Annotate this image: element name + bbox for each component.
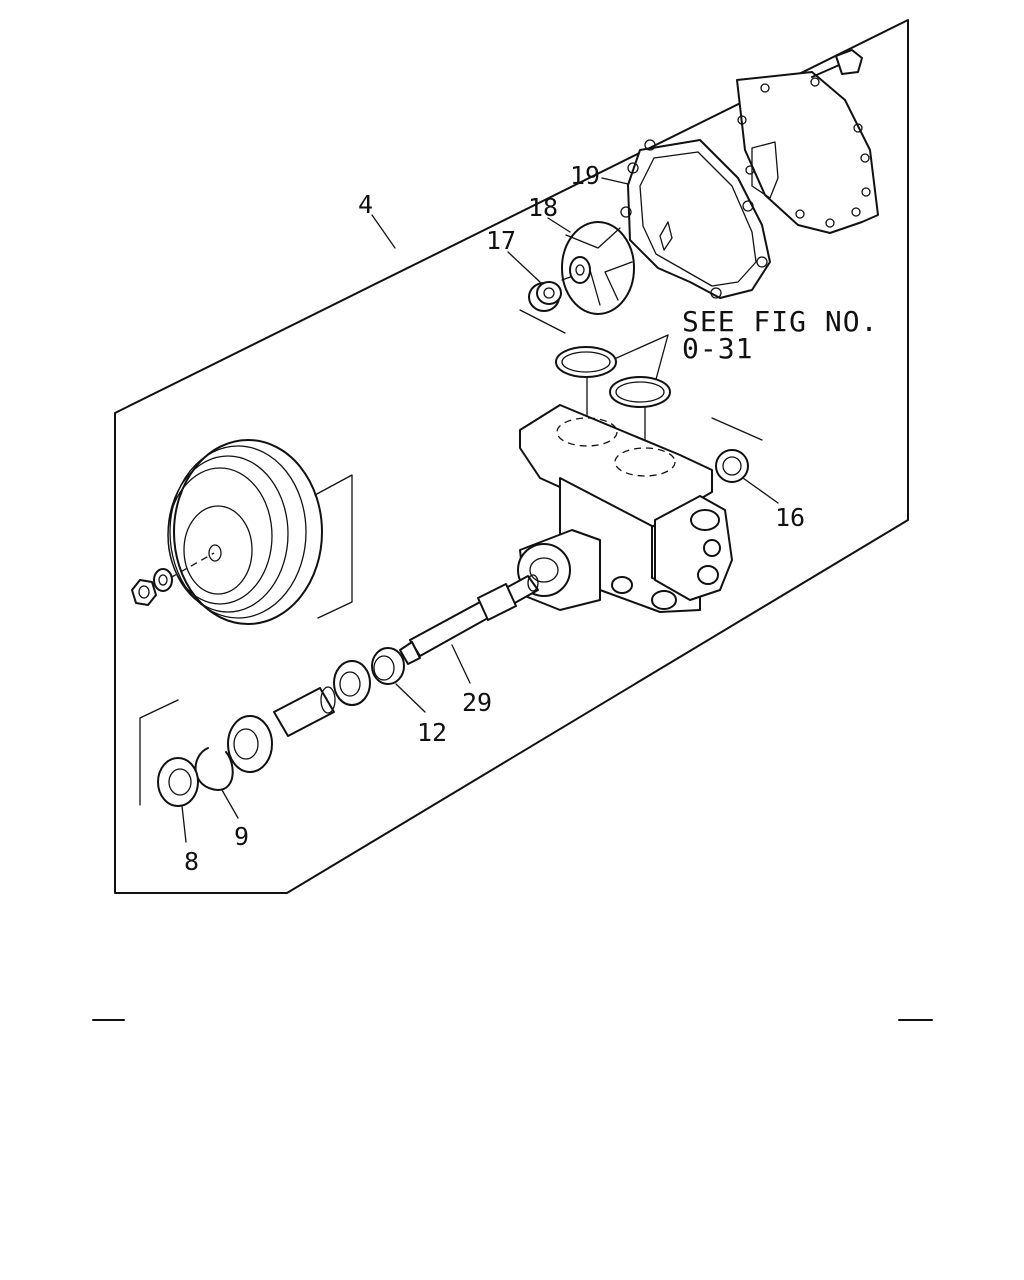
reference-note-line2: 0-31 [682,332,754,365]
leader-reference-b [654,334,669,384]
callout-16: 16 [775,503,806,532]
leader-gasket [601,177,629,185]
leader-oil-seal [181,805,187,843]
callout-12: 12 [417,718,448,747]
bearing-spacer [371,647,405,685]
pulley-nut [131,579,157,606]
seal-bracket [519,309,566,334]
callout-9: 9 [234,822,250,851]
callout-4: 4 [358,190,374,219]
callout-19: 19 [570,161,601,190]
leader-snap-ring [221,789,239,819]
callout-18: 18 [528,193,559,222]
oil-seal-bracket [139,699,179,806]
cover-plate [736,71,879,234]
impeller [561,221,635,315]
leader-bearing-spacer [395,683,426,713]
pulley-axis [169,552,215,579]
oil-seal [157,757,199,807]
callout-8: 8 [184,847,200,876]
bearing-front [333,660,371,706]
pump-body [517,404,733,613]
callout-17: 17 [486,226,517,255]
rear-seal [715,449,749,483]
snap-ring [194,747,234,791]
bearing-rear [227,715,273,773]
o-ring-right-inner [615,381,665,403]
pulley-washer [153,568,173,592]
o-ring-left-inner [561,351,611,373]
reference-note-line1: SEE FIG NO. [682,305,879,338]
callout-29: 29 [462,688,493,717]
leader-impeller [547,217,571,233]
leader-seal [507,251,541,283]
pulley [167,439,353,625]
gasket [620,139,771,299]
leader-rear-seal [742,477,779,504]
seal [528,281,562,312]
rear-seal-bracket [711,417,763,441]
cover-bolt [811,49,863,78]
leader-shaft [451,644,471,684]
shaft [399,574,539,665]
bearing-tube [273,686,336,737]
leader-assembly [371,214,396,249]
leader-reference-a [611,334,669,361]
